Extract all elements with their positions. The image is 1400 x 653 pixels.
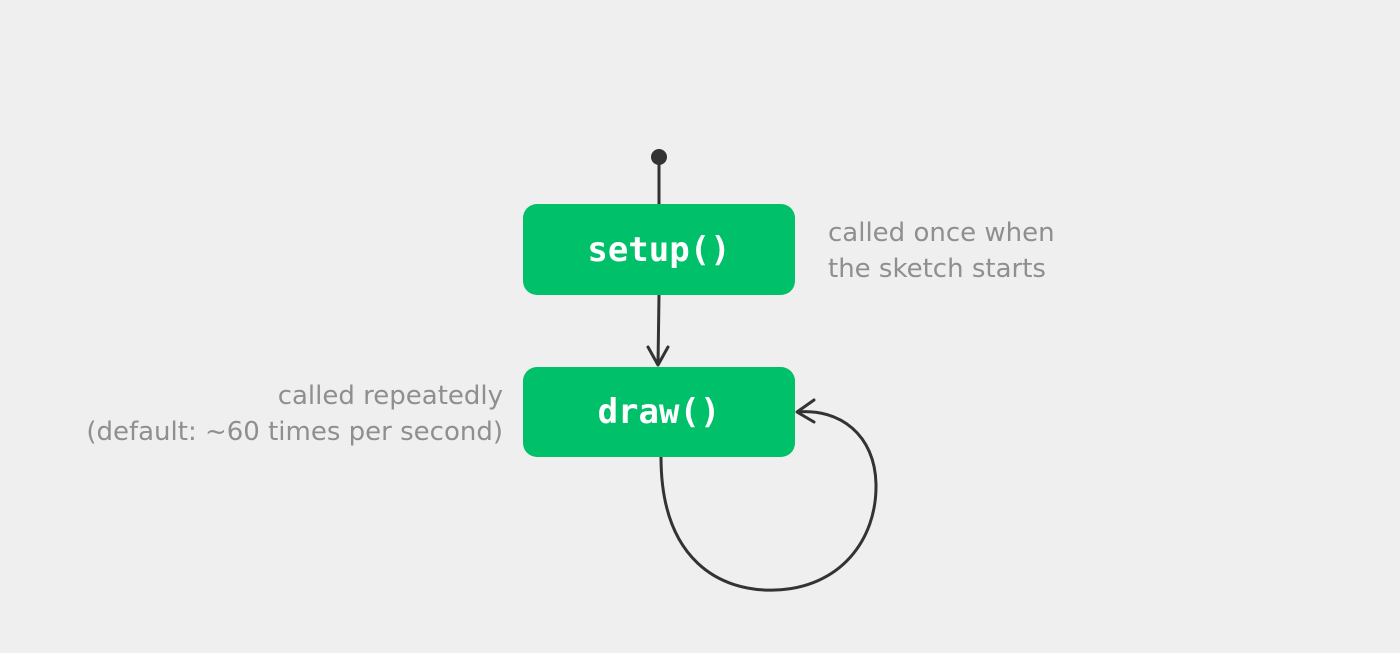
setup-annotation: called once when the sketch starts	[828, 215, 1055, 287]
draw-annotation: called repeatedly (default: ~60 times pe…	[86, 378, 503, 450]
draw-loop-connector	[659, 410, 878, 592]
setup-to-draw-connector	[656, 294, 661, 366]
setup-annotation-line-1: called once when	[828, 218, 1055, 248]
setup-to-draw-arrowhead	[646, 345, 670, 367]
draw-node-label: draw()	[597, 392, 721, 432]
setup-annotation-line-2: the sketch starts	[828, 254, 1046, 284]
draw-annotation-line-1: called repeatedly	[277, 381, 503, 411]
draw-loop-arrowhead	[795, 398, 816, 424]
draw-node: draw()	[523, 367, 795, 457]
setup-node: setup()	[523, 204, 795, 295]
draw-annotation-line-2: (default: ~60 times per second)	[86, 417, 503, 447]
setup-node-label: setup()	[587, 229, 731, 270]
